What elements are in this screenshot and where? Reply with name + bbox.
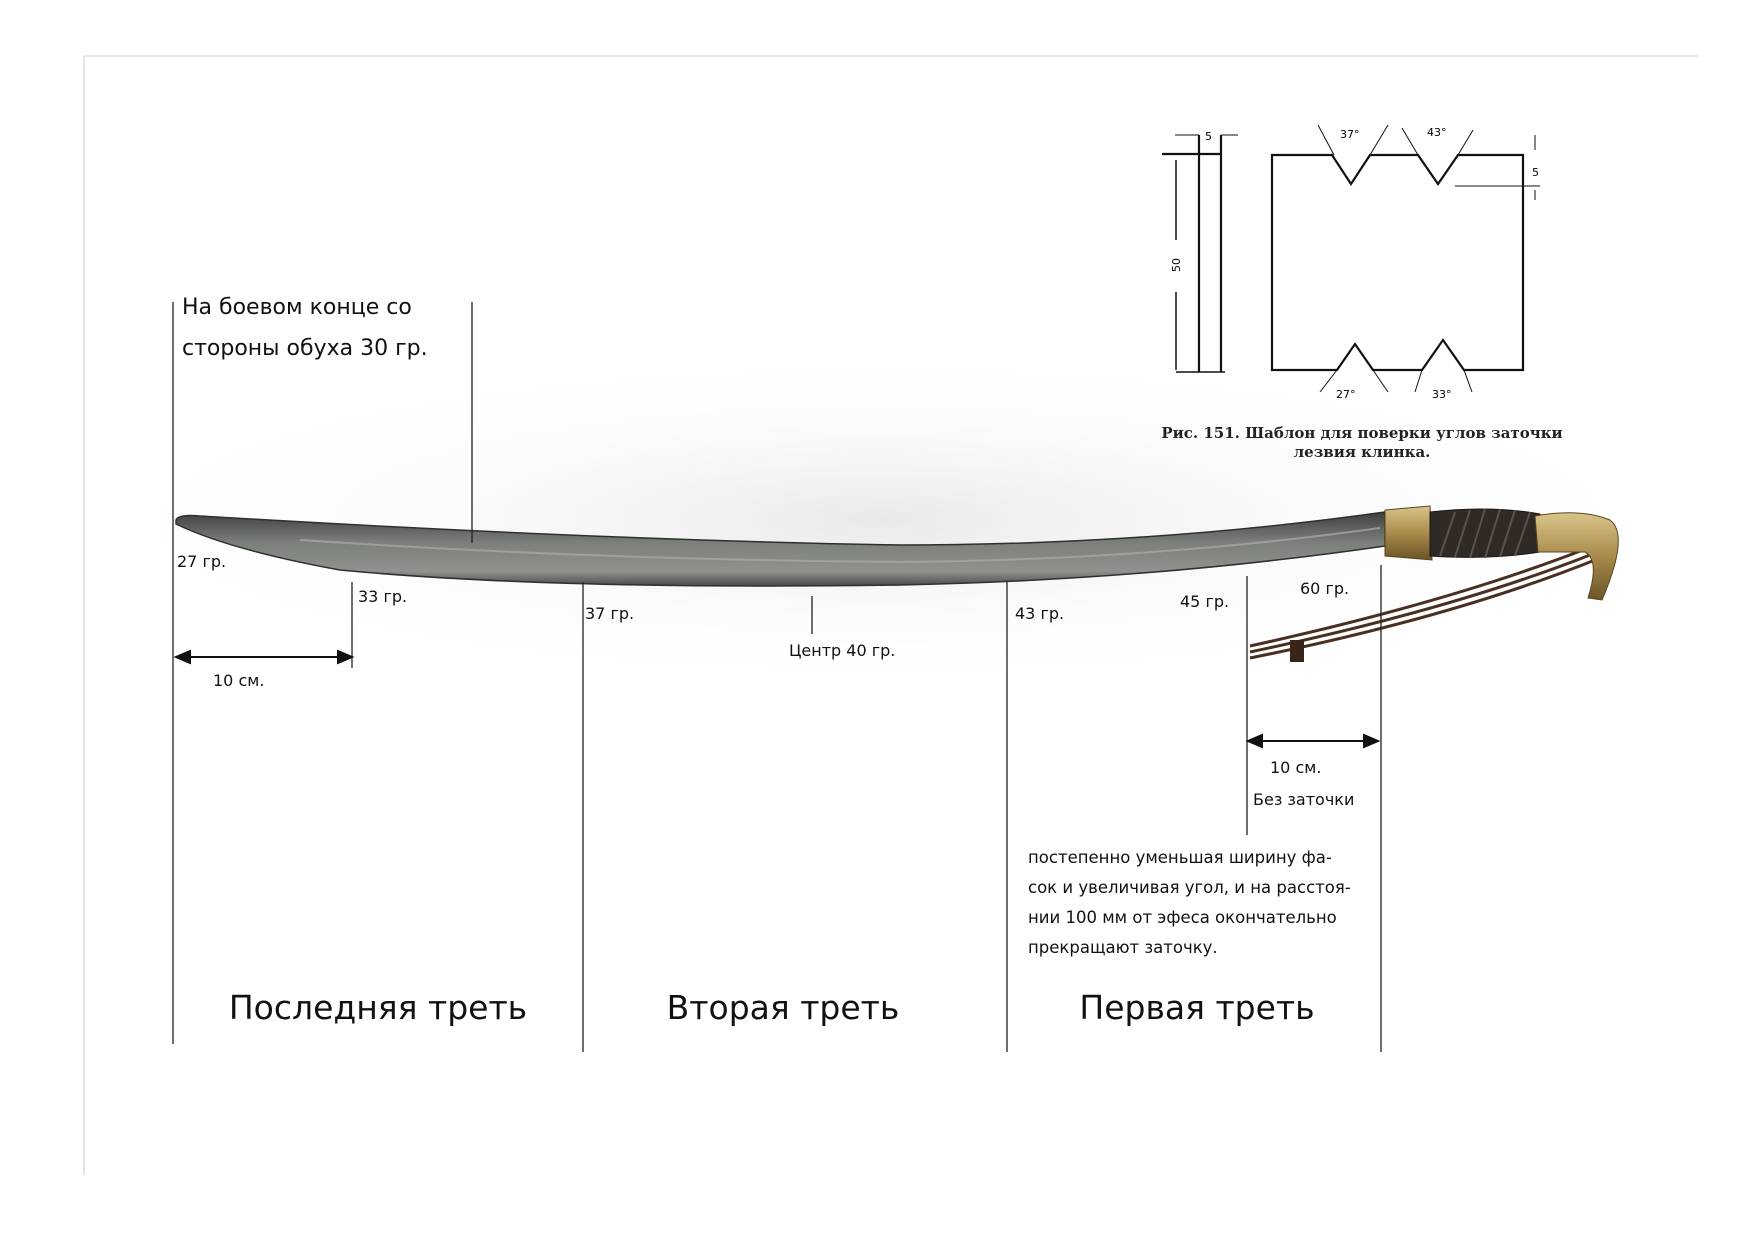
figure-angle-bottom-1: 27° xyxy=(1336,388,1356,401)
unsharpened-label: Без заточки xyxy=(1253,790,1355,809)
photo-background xyxy=(60,350,1700,690)
sharpening-note-line: сок и увеличивая угол, и на расстоя- xyxy=(1028,878,1351,897)
blade-fuller xyxy=(299,527,1381,564)
measurement-lines xyxy=(172,302,1382,1052)
sharpening-note-line: постепенно уменьшая ширину фа- xyxy=(1028,848,1332,867)
figure-dim-height: 50 xyxy=(1170,258,1183,272)
sword-pommel xyxy=(1534,512,1619,601)
figure-caption-line1: Рис. 151. Шаблон для поверки углов заточ… xyxy=(1161,424,1563,442)
dimension-arrow-hilt xyxy=(1245,733,1381,749)
sword-guard xyxy=(1384,505,1433,561)
angle-center: Центр 40 гр. xyxy=(789,641,896,660)
angle-60: 60 гр. xyxy=(1300,579,1350,598)
angle-10cm: 33 гр. xyxy=(358,587,408,606)
figure-caption: Рис. 151. Шаблон для поверки углов заточ… xyxy=(1161,424,1562,462)
tip-spine-note-line2: стороны обуха 30 гр. xyxy=(182,336,428,361)
lanyard-knot xyxy=(1290,640,1304,662)
angle-45: 45 гр. xyxy=(1180,592,1230,611)
figure-dim-width: 5 xyxy=(1205,130,1212,143)
figure-angle-bottom-2: 33° xyxy=(1432,388,1452,401)
section-first-third: Первая треть xyxy=(1079,988,1315,1027)
section-last-third: Последняя треть xyxy=(228,988,528,1027)
tip-spine-note-line1: На боевом конце со xyxy=(182,295,412,320)
sharpening-note-line: нии 100 мм от эфеса окончательно xyxy=(1028,908,1337,927)
angle-37: 37 гр. xyxy=(585,604,635,623)
sharpening-note: постепенно уменьшая ширину фа- сок и уве… xyxy=(1028,843,1351,963)
sharpening-note-line: прекращают заточку. xyxy=(1028,938,1218,957)
angle-43: 43 гр. xyxy=(1015,604,1065,623)
tip-distance-label: 10 см. xyxy=(213,671,265,690)
template-figure xyxy=(1162,124,1540,393)
sword-blade xyxy=(175,511,1386,587)
angle-tip: 27 гр. xyxy=(177,552,227,571)
section-second-third: Вторая треть xyxy=(666,988,900,1027)
figure-caption-line2: лезвия клинка. xyxy=(1293,443,1431,461)
dimension-arrow-tip xyxy=(173,649,355,665)
figure-dim-notch: 5 xyxy=(1532,166,1539,179)
figure-angle-top-1: 37° xyxy=(1340,128,1360,141)
figure-angle-top-2: 43° xyxy=(1427,126,1447,139)
hilt-distance-label: 10 см. xyxy=(1270,758,1322,777)
grip-wire xyxy=(1439,508,1531,559)
